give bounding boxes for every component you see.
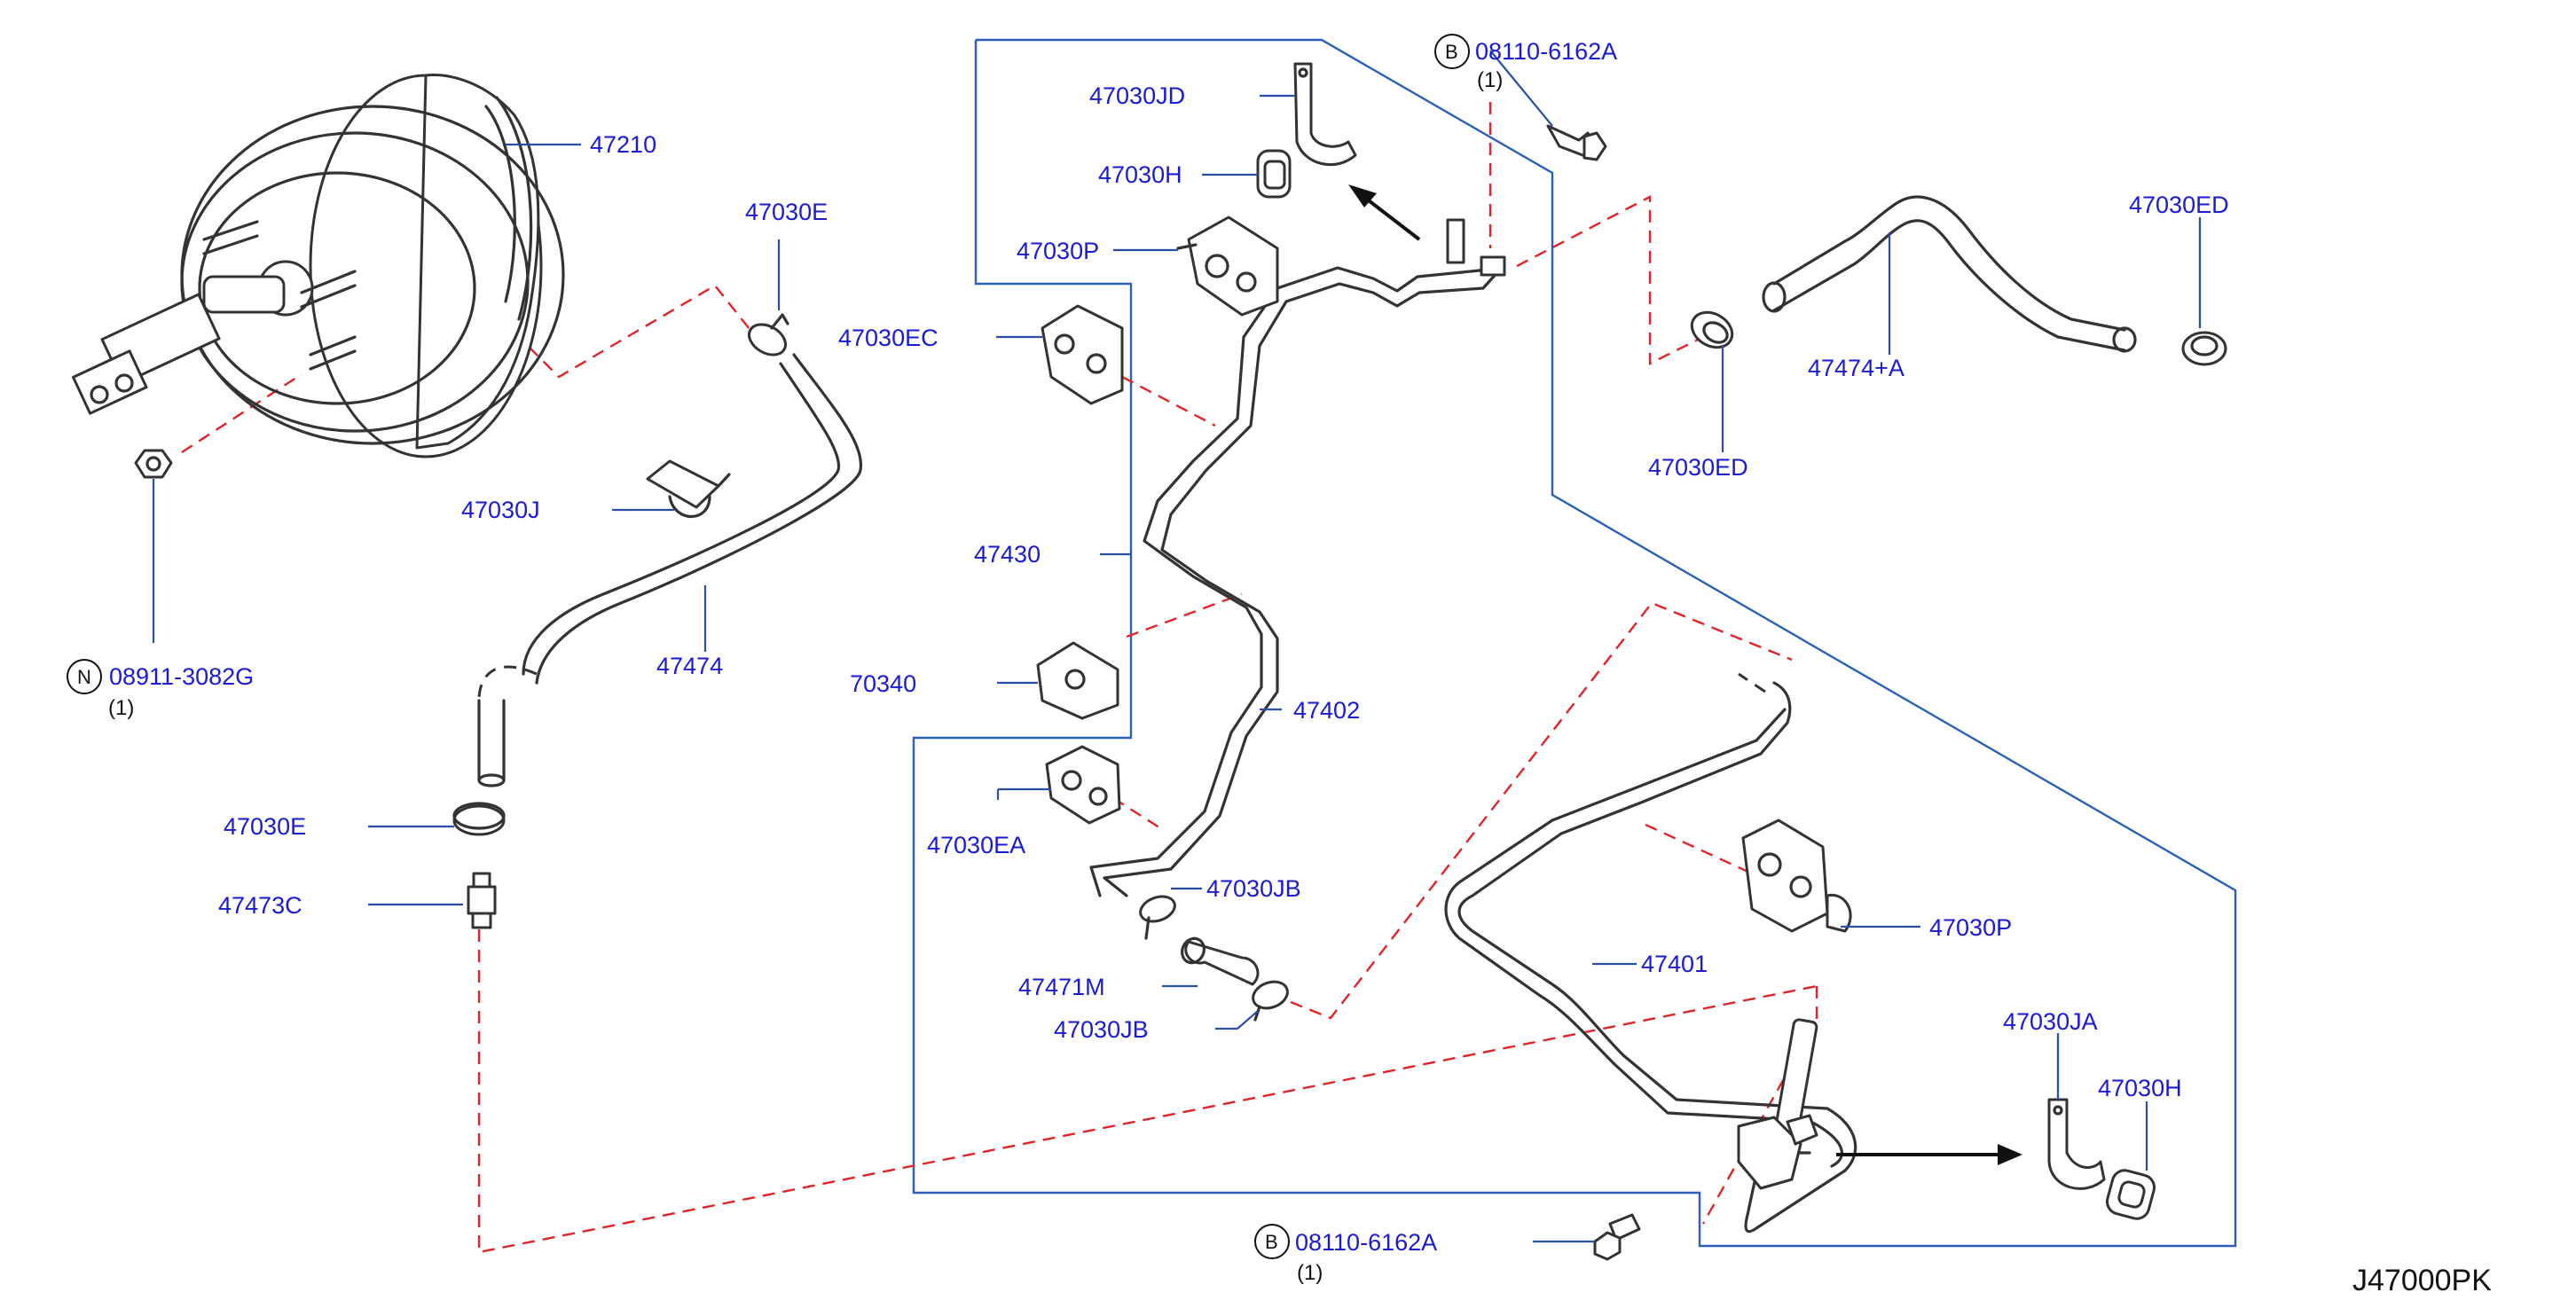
label-47402[interactable]: 47402 (1293, 697, 1360, 724)
label-47030ed-left[interactable]: 47030ED (1648, 454, 1748, 481)
label-47471m[interactable]: 47471M (1018, 974, 1105, 1000)
leader-lines (152, 50, 2202, 1243)
marker-n-nut: N (67, 659, 102, 694)
clamp-47030ed-right[interactable] (2181, 331, 2227, 366)
phantom-lines (181, 102, 1818, 1254)
clamp-47030ed-left[interactable] (1685, 305, 1739, 354)
label-47474[interactable]: 47474 (656, 653, 723, 679)
label-08110-6162a-bottom[interactable]: 08110-6162A (1295, 1229, 1437, 1256)
vacuum-hose-upper[interactable] (601, 353, 863, 605)
label-47430[interactable]: 47430 (974, 541, 1041, 568)
clamp-47030jb-bottom[interactable] (1249, 977, 1291, 1022)
marker-b-bolt-bottom: B (1254, 1224, 1290, 1259)
label-47401[interactable]: 47401 (1641, 951, 1708, 977)
hose-47474-a[interactable] (1762, 195, 2137, 353)
diagram-code: J47000PK (2352, 1264, 2492, 1297)
clip-70340[interactable] (1036, 641, 1119, 720)
label-47030ec[interactable]: 47030EC (838, 325, 939, 351)
bolt-08110-6162a-top[interactable] (1546, 124, 1607, 161)
clamp-47030ja[interactable] (2047, 1098, 2106, 1190)
direction-arrow-up-left (1348, 184, 1421, 241)
label-47030j[interactable]: 47030J (461, 497, 540, 523)
clamp-47030ea[interactable] (1045, 745, 1121, 825)
clamp-47030jb-top[interactable] (1137, 892, 1178, 940)
bolt-08110-6162a-bottom[interactable] (1593, 1213, 1641, 1261)
vacuum-tube-47401[interactable] (1444, 672, 1857, 1234)
label-47030p-top[interactable]: 47030P (1017, 238, 1099, 264)
clamp-47030jd[interactable] (1293, 62, 1357, 167)
svg-text:B: B (1265, 1231, 1278, 1253)
label-47030e-bottom[interactable]: 47030E (224, 813, 306, 840)
marker-b-bolt-top: B (1434, 34, 1470, 69)
hose-clamp-47030e-top[interactable] (743, 313, 790, 361)
label-47030h-right[interactable]: 47030H (2098, 1075, 2182, 1101)
label-70340[interactable]: 70340 (850, 670, 916, 697)
label-47474-a[interactable]: 47474+A (1808, 355, 1905, 381)
label-47030jd[interactable]: 47030JD (1089, 82, 1185, 109)
direction-arrow-right (1836, 1144, 2022, 1165)
label-47030e-top[interactable]: 47030E (745, 199, 828, 225)
label-47030h-top[interactable]: 47030H (1098, 161, 1182, 188)
hose-clamp-47030e-bottom[interactable] (452, 802, 506, 836)
grommet-47030h-top[interactable] (1256, 149, 1292, 199)
hose-47471m[interactable] (1178, 935, 1260, 986)
vacuum-hose-lower[interactable] (477, 592, 623, 787)
label-08911-3082g[interactable]: 08911-3082G (109, 663, 254, 690)
clamp-47030ec[interactable] (1041, 304, 1124, 405)
vacuum-tube-47402[interactable] (1089, 218, 1506, 897)
booster-nut[interactable] (134, 449, 173, 479)
svg-text:N: N (77, 666, 91, 688)
label-47030ja[interactable]: 47030JA (2003, 1008, 2098, 1035)
qty-bolt-bottom: (1) (1297, 1261, 1323, 1285)
brake-booster[interactable] (72, 74, 565, 458)
qty-nut: (1) (108, 696, 134, 720)
callout-labels: 47210 47030E 47030J 47474 08911-3082G 47… (109, 38, 2229, 1256)
label-47030ed-right[interactable]: 47030ED (2129, 192, 2229, 218)
svg-text:B: B (1445, 41, 1458, 63)
label-47030jb-bottom[interactable]: 47030JB (1054, 1016, 1149, 1043)
assembly-frame (912, 38, 2237, 1248)
label-08110-6162a-top[interactable]: 08110-6162A (1475, 38, 1617, 65)
label-47030p-right[interactable]: 47030P (1929, 914, 2012, 941)
label-47473c[interactable]: 47473C (218, 892, 302, 919)
clamp-47030p-right[interactable] (1741, 819, 1852, 933)
check-valve-47473c[interactable] (467, 872, 497, 929)
grommet-47030h-right[interactable] (2104, 1168, 2156, 1222)
hose-clamp-47030j[interactable] (646, 459, 731, 518)
clamp-47030p-top[interactable] (1176, 215, 1279, 317)
label-47210[interactable]: 47210 (590, 131, 656, 158)
label-47030jb-top[interactable]: 47030JB (1206, 875, 1301, 902)
label-47030ea[interactable]: 47030EA (927, 832, 1025, 858)
qty-bolt-top: (1) (1477, 68, 1503, 92)
